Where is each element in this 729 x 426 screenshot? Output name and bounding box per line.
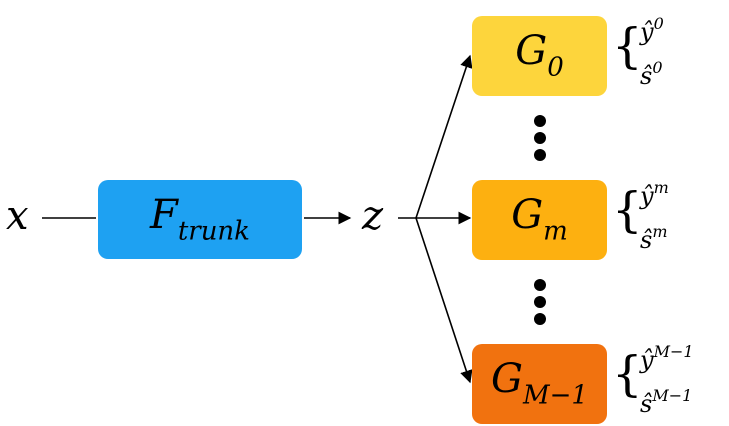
ellipsis-dot bbox=[534, 296, 546, 308]
output-s-0: ŝ0 bbox=[640, 58, 663, 91]
edge-z-to-gM bbox=[415, 217, 473, 384]
output-y-index-0: 0 bbox=[653, 14, 664, 33]
head-outputs-0: ŷ0 ŝ0 bbox=[640, 8, 728, 94]
head-symbol-m: G bbox=[511, 192, 544, 239]
head-subscript-last: M−1 bbox=[523, 380, 588, 411]
output-s-last: ŝM−1 bbox=[640, 386, 693, 419]
head-box-0: G0 bbox=[472, 16, 607, 96]
head-subscript-0: 0 bbox=[547, 52, 564, 83]
output-y-symbol-m: ŷ bbox=[640, 182, 654, 211]
output-y-symbol-last: ŷ bbox=[640, 346, 654, 375]
output-s-m: ŝm bbox=[640, 222, 668, 255]
trunk-symbol: F bbox=[150, 191, 178, 238]
ellipsis-dot bbox=[534, 313, 546, 325]
output-s-symbol-last: ŝ bbox=[640, 390, 653, 419]
head-box-m: Gm bbox=[472, 180, 607, 260]
input-label: x bbox=[6, 193, 29, 239]
head-box-last: GM−1 bbox=[472, 344, 607, 424]
ellipsis-dot bbox=[534, 115, 546, 127]
output-s-symbol-m: ŝ bbox=[640, 226, 653, 255]
trunk-label: Ftrunk bbox=[150, 195, 250, 245]
latent-label: z bbox=[362, 193, 384, 239]
trunk-box: Ftrunk bbox=[98, 180, 302, 259]
output-s-index-0: 0 bbox=[652, 58, 663, 77]
head-label-0: G0 bbox=[515, 31, 564, 81]
output-s-index-last: M−1 bbox=[652, 386, 693, 405]
output-brace-0: { bbox=[612, 18, 643, 74]
output-y-0: ŷ0 bbox=[640, 14, 664, 47]
head-subscript-m: m bbox=[543, 216, 568, 247]
head-symbol-0: G bbox=[515, 28, 548, 75]
output-brace-last: { bbox=[612, 346, 643, 402]
output-s-index-m: m bbox=[652, 222, 668, 241]
head-label-last: GM−1 bbox=[491, 359, 588, 409]
output-y-symbol-0: ŷ bbox=[640, 18, 654, 47]
head-symbol-last: G bbox=[491, 356, 523, 403]
trunk-subscript: trunk bbox=[177, 216, 250, 247]
ellipsis-dot bbox=[534, 132, 546, 144]
output-brace-m: { bbox=[612, 182, 643, 238]
output-y-index-last: M−1 bbox=[653, 342, 694, 361]
head-label-m: Gm bbox=[511, 195, 568, 245]
output-s-symbol-0: ŝ bbox=[640, 62, 653, 91]
edge-z-to-g0 bbox=[415, 54, 473, 219]
output-y-last: ŷM−1 bbox=[640, 342, 694, 375]
head-outputs-m: ŷm ŝm bbox=[640, 172, 728, 258]
ellipsis-dot bbox=[534, 149, 546, 161]
ellipsis-dot bbox=[534, 279, 546, 291]
output-y-m: ŷm bbox=[640, 178, 669, 211]
output-y-index-m: m bbox=[653, 178, 669, 197]
head-outputs-last: ŷM−1 ŝM−1 bbox=[640, 336, 728, 422]
